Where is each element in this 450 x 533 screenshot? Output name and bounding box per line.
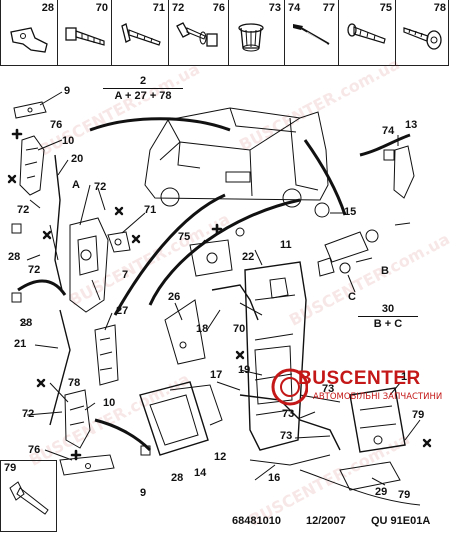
callout-label: 9 <box>64 85 71 97</box>
part-number: 78 <box>433 2 446 14</box>
exploded-view-drawing <box>7 91 432 515</box>
logo-ring-icon <box>271 368 309 406</box>
callout-label: 71 <box>144 204 157 216</box>
plastic-grommet-icon <box>238 23 264 52</box>
rivet-icon <box>293 24 330 45</box>
part-cell[interactable]: 78 <box>395 0 449 66</box>
part-number: 77 <box>322 2 335 14</box>
group-label-2: 2 A + 27 + 78 <box>103 75 183 102</box>
callout-label: 11 <box>280 239 292 251</box>
callout-label: 72 <box>94 181 107 193</box>
hex-bolt-icon <box>65 27 105 46</box>
callout-label: 29 <box>375 486 388 498</box>
callout-label: 28 <box>171 472 184 484</box>
callout-label: 28 <box>20 317 33 329</box>
footer-code: QU 91E01A <box>371 515 431 527</box>
callout-label: 19 <box>238 364 251 376</box>
callout-label: 10 <box>103 397 116 409</box>
tighten-marker-icon <box>7 174 432 448</box>
countersunk-screw-icon <box>121 23 161 46</box>
part-cell[interactable]: 28 <box>0 0 57 66</box>
part-79-box <box>0 460 57 532</box>
callout-label: 20 <box>71 153 84 165</box>
callout-label: 7 <box>122 269 129 281</box>
callout-label: 12 <box>214 451 227 463</box>
callout-label: 13 <box>405 119 418 131</box>
part-number: 75 <box>379 2 392 14</box>
buscenter-logo: BUSCENTER АВТОМОБІЛЬНІ ЗАПЧАСТИНИ <box>268 364 443 410</box>
part-number: 76 <box>212 2 225 14</box>
bolt-washer-icon <box>176 22 218 47</box>
callout-label: B <box>381 265 389 277</box>
footer-date: 12/2007 <box>306 515 346 527</box>
part-number: 74 <box>288 2 301 14</box>
callout-label: 18 <box>196 323 209 335</box>
callout-label: 79 <box>4 462 17 474</box>
callout-label: 75 <box>178 231 191 243</box>
group-label-30: 30 B + C <box>358 303 418 330</box>
callout-label: 79 <box>412 409 425 421</box>
screw-icon <box>347 23 386 44</box>
callout-label: 15 <box>344 206 357 218</box>
part-cell[interactable]: 75 <box>338 0 395 66</box>
flange-bolt-icon <box>403 27 442 50</box>
callout-label: 9 <box>140 487 147 499</box>
callout-label: 22 <box>242 251 255 263</box>
fastener-parts-strip: 28 70 71 72 76 <box>0 0 449 66</box>
callout-label: 70 <box>233 323 246 335</box>
callout-label: 74 <box>382 125 395 137</box>
callout-label: 16 <box>268 472 281 484</box>
callout-label: 73 <box>280 430 293 442</box>
part-number: 72 <box>172 2 185 14</box>
footer-ref: 68481010 <box>232 515 281 527</box>
callout-label: 78 <box>68 377 81 389</box>
callout-label: 79 <box>398 489 411 501</box>
callout-label: 1 <box>401 371 408 383</box>
callout-label: A <box>72 179 80 191</box>
part-cell[interactable]: 74 77 <box>284 0 338 66</box>
clip-bracket-icon <box>10 27 48 53</box>
callout-label: 73 <box>322 383 335 395</box>
plus-marker-icon <box>11 128 223 461</box>
part-cell[interactable]: 72 76 <box>168 0 228 66</box>
van-outline-icon <box>144 107 329 208</box>
callout-label: 76 <box>50 119 63 131</box>
callout-label: 17 <box>210 369 223 381</box>
part-number: 73 <box>268 2 281 14</box>
part-cell[interactable]: 71 <box>111 0 168 66</box>
callout-label: 10 <box>62 135 75 147</box>
logo-name: BUSCENTER <box>298 368 421 389</box>
callout-label: C <box>348 291 356 303</box>
callout-label: 72 <box>22 408 35 420</box>
callout-label: 21 <box>14 338 27 350</box>
part-cell[interactable]: 73 <box>228 0 284 66</box>
part-cell[interactable]: 70 <box>57 0 111 66</box>
callout-label: 26 <box>168 291 181 303</box>
logo-tagline: АВТОМОБІЛЬНІ ЗАПЧАСТИНИ <box>313 392 443 402</box>
part-number: 71 <box>152 2 165 14</box>
callout-label: 14 <box>194 467 207 479</box>
callout-label: 28 <box>8 251 21 263</box>
empty-square-marker-icon <box>11 223 151 456</box>
callout-label: 72 <box>28 264 41 276</box>
callout-label: 72 <box>17 204 30 216</box>
callout-label: 76 <box>28 444 41 456</box>
callout-label: 27 <box>116 305 129 317</box>
callout-label: 73 <box>282 408 295 420</box>
part-number: 28 <box>41 2 54 14</box>
part-number: 70 <box>95 2 108 14</box>
